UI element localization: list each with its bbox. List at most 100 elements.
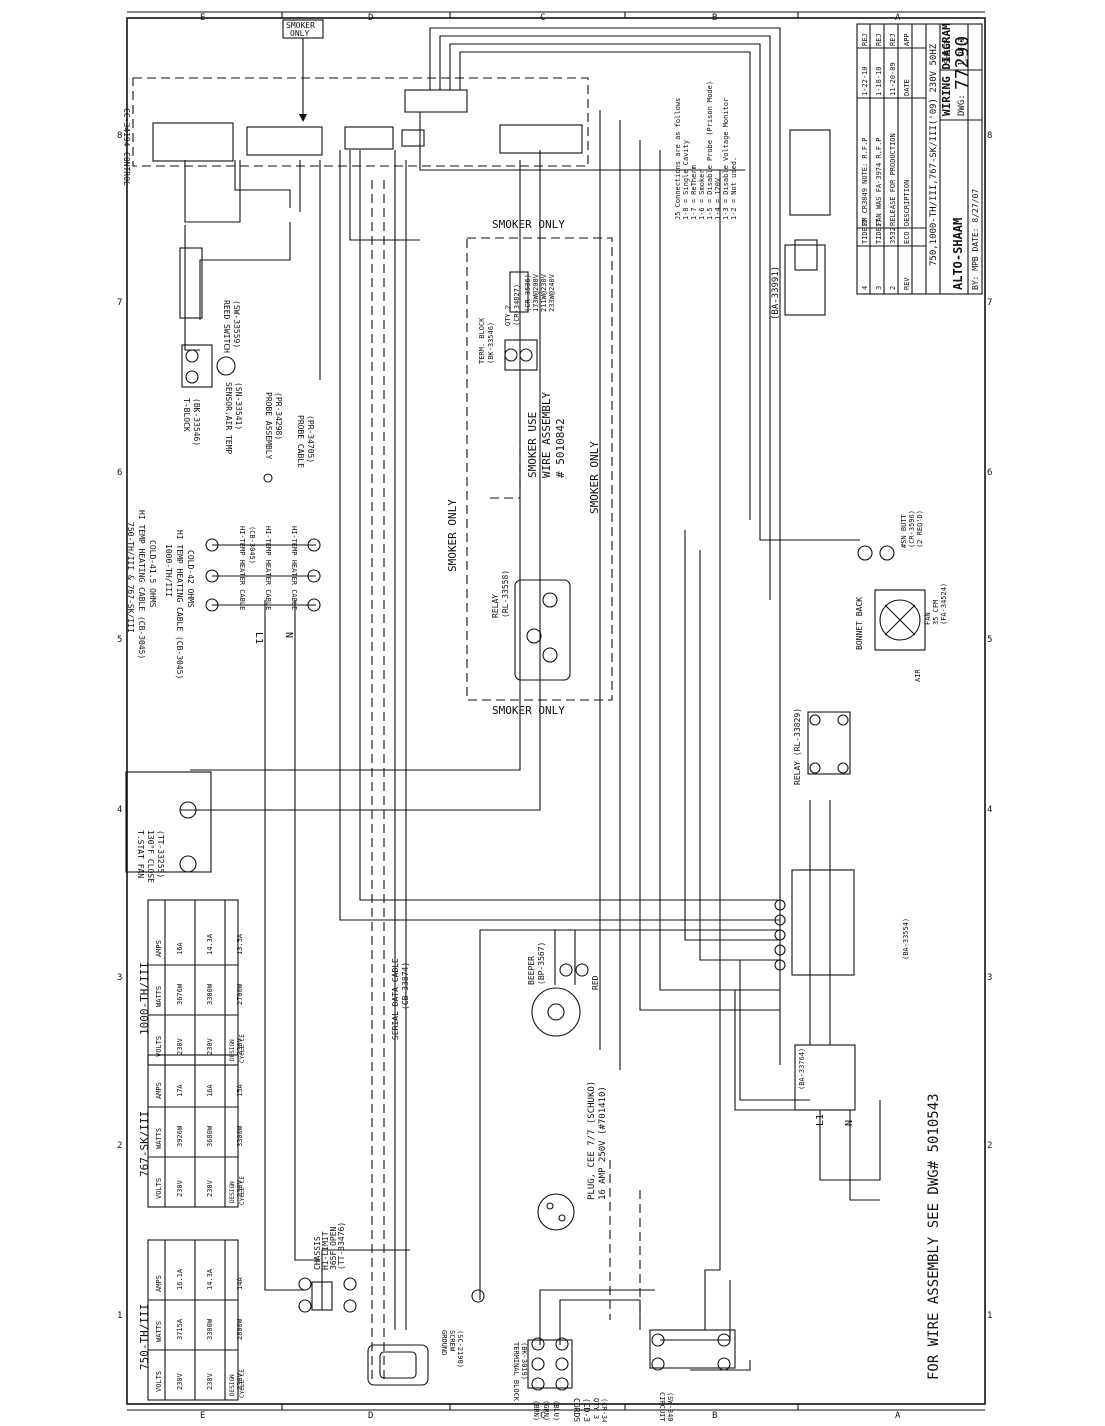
zone-right-7: 7 xyxy=(987,298,992,308)
spec-head-cycle-ce: CYCLE CE xyxy=(239,1034,246,1063)
revision-cell: RELEASE FOR PRODUCTION xyxy=(889,133,897,226)
zone-top-D: D xyxy=(368,13,373,23)
cordset-qty: QTY 3 xyxy=(592,1398,600,1419)
spec-table-title: 1000-TH/III xyxy=(138,962,151,1035)
zone-right-5: 5 xyxy=(987,635,992,645)
revision-cell: RM CR3849 NOTE: R.F.P xyxy=(861,137,869,226)
zone-left-4: 4 xyxy=(117,805,122,815)
circuit-breaker: CIRCUIT BREAKER (SW-34077) xyxy=(649,1329,736,1426)
main-relay: RELAY (RL-33829) xyxy=(793,708,851,785)
t-block-part-no: (BK-33546) xyxy=(192,398,201,446)
ground-screw-label-2: SCREW xyxy=(448,1330,456,1352)
ba-33991-label: (BA-33991) xyxy=(771,266,781,320)
zone-right-3: 3 xyxy=(987,973,992,983)
ba-n-label: N xyxy=(844,1120,855,1126)
chassis-part-no: (TT-33476) xyxy=(337,1222,346,1270)
ba-33991-board: (BA-33991) xyxy=(771,129,831,320)
spec-cell-watts: 3680W xyxy=(206,1125,214,1147)
cordset-cr: (CR-34828) xyxy=(600,1398,608,1422)
spec-head-amps: AMPS xyxy=(155,1275,163,1292)
wire-grn: (GRN) xyxy=(542,1400,550,1421)
spec-cell-volts: 230V xyxy=(176,1372,184,1390)
hi-temp-cable-part-no: (CB-3045) xyxy=(248,526,256,564)
beeper-part-no: (BP-3567) xyxy=(537,942,546,985)
zone-top-C: C xyxy=(540,13,545,23)
sensor-part-no: (SN-33541) xyxy=(234,382,243,430)
zone-right-8: 8 xyxy=(987,131,992,141)
footer-note: FOR WIRE ASSEMBLY SEE DWG# 5010543 xyxy=(926,1093,942,1380)
tstat-close: 130°F CLOSE xyxy=(146,830,155,883)
ba-33554-label: (BA-33554) xyxy=(902,918,910,960)
heat-cable-note-6: COLD-42 OHMS xyxy=(186,550,195,608)
zone-left-5: 5 xyxy=(117,635,122,645)
spec-cell-volts: 230V xyxy=(236,1037,244,1055)
serial-data-cable-part-no: (CB-33874) xyxy=(401,962,410,1010)
j5-note-line: 1-5 = Disable Probe (Prison Mode) xyxy=(706,81,714,220)
wiring xyxy=(180,27,881,1380)
msn-label: #SN BUTT xyxy=(900,513,908,548)
t-block-label: T-BLOCK xyxy=(182,398,191,432)
plug-rating: 16 AMP 250V (#701410) xyxy=(598,1086,608,1200)
probe-cable-label: PROBE CABLE xyxy=(296,415,305,468)
tstat-part-no: (TT-33255) xyxy=(156,830,165,878)
spec-cell-watts: 3300W xyxy=(206,983,214,1005)
zone-top-A: A xyxy=(895,13,901,23)
spec-head-design: DESIGN xyxy=(229,1181,236,1203)
j5-note-line: 1-6 = Smoker xyxy=(698,169,706,220)
spec-head-design: DESIGN xyxy=(229,1374,236,1396)
plug: PLUG, CEE 7/7 (SCHUKO) 16 AMP 250V (#701… xyxy=(537,1081,608,1231)
model-text: 750,1000-TH/III,767-SK/III('09) 230V 50H… xyxy=(929,43,939,266)
heat-cable-note-2: HI TEMP HEATING CABLE (CB-3045) xyxy=(137,510,146,659)
zone-left-7: 7 xyxy=(117,298,122,308)
beeper: BEEPER (BP-3567) RED xyxy=(527,942,600,1037)
revision-cell: 2 xyxy=(889,286,897,290)
circuit-breaker-part-no: (SW-34077) xyxy=(666,1392,674,1422)
heat-cable-note-4: 1000-TH/III xyxy=(164,544,173,597)
revision-cell: 4 xyxy=(861,286,869,290)
ba-33554-pin xyxy=(774,944,786,956)
chassis-open-temp: 365F OPEN xyxy=(329,1226,338,1270)
wire-assembly-number: # 5010842 xyxy=(554,418,567,478)
j5-note-line: 1-4 = 120V xyxy=(714,177,722,220)
zone-left-2: 2 xyxy=(117,1141,122,1151)
spec-head-amps: AMPS xyxy=(155,940,163,957)
tstat-fan: T.STAT FAN 130°F CLOSE (TT-33255) xyxy=(125,771,212,883)
spec-cell-watts: 3300W xyxy=(206,1318,214,1340)
fan-assembly: #SN BUTT (CR-3596) (2 REQ'D) BONNET BACK… xyxy=(855,510,948,682)
spec-cell-amps: 16A xyxy=(206,1084,214,1097)
serial-data-cable-label: SERIAL DATA CABLE xyxy=(391,958,400,1040)
cordset-label: CORDSET xyxy=(572,1398,581,1422)
spec-head-amps: AMPS xyxy=(155,1082,163,1099)
sheet-label: SHEET xyxy=(943,40,952,64)
zone-left-8: 8 xyxy=(117,131,122,141)
l1-label: L1 xyxy=(253,632,264,644)
revision-cell: FAN WAS FA-3974 R.F.P xyxy=(875,137,883,226)
chassis-label: CHASSIS xyxy=(313,1236,322,1270)
control-part-no: CC-34194 xyxy=(122,108,131,147)
zone-bottom-A: A xyxy=(895,1411,901,1421)
smoker-relay-part-no: (RL-33558) xyxy=(501,570,510,618)
brand-logo: ALTO-SHAAM xyxy=(951,218,965,290)
hi-temp-cable-label-2: HI-TEMP HEATER CABLE xyxy=(264,526,272,610)
smoker-heater-rating-2: 211W@230V xyxy=(540,273,548,312)
revision-cell: REJ xyxy=(875,33,883,46)
probe-assembly-part-no: (PR-34298) xyxy=(274,392,283,440)
smoker-term-block-label: TERM. BLOCK xyxy=(478,317,486,364)
beeper-label: BEEPER xyxy=(527,956,536,985)
spec-table-title: 750-TH/III xyxy=(138,1304,151,1370)
tstat-label: T.STAT FAN xyxy=(136,830,145,878)
zone-bottom-C: C xyxy=(540,1411,545,1421)
revision-cell: REJ xyxy=(861,33,869,46)
zone-right-4: 4 xyxy=(987,805,992,815)
ba-33554-pin xyxy=(774,929,786,941)
terminal-block-label: TERMINAL BLOCK xyxy=(512,1342,520,1402)
revision-cell: TIDBIT xyxy=(861,218,869,244)
spec-head-watts: WATTS xyxy=(155,986,163,1007)
smoker-heater-rating-1: 173W@208V xyxy=(532,273,540,312)
smoker-only-left: SMOKER ONLY xyxy=(446,499,459,572)
spec-head-volts: VOLTS xyxy=(155,1371,163,1392)
revision-cell: REJ xyxy=(889,33,897,46)
terminal-block-part-no: (BK-3019) xyxy=(520,1342,528,1380)
spec-head-volts: VOLTS xyxy=(155,1178,163,1199)
